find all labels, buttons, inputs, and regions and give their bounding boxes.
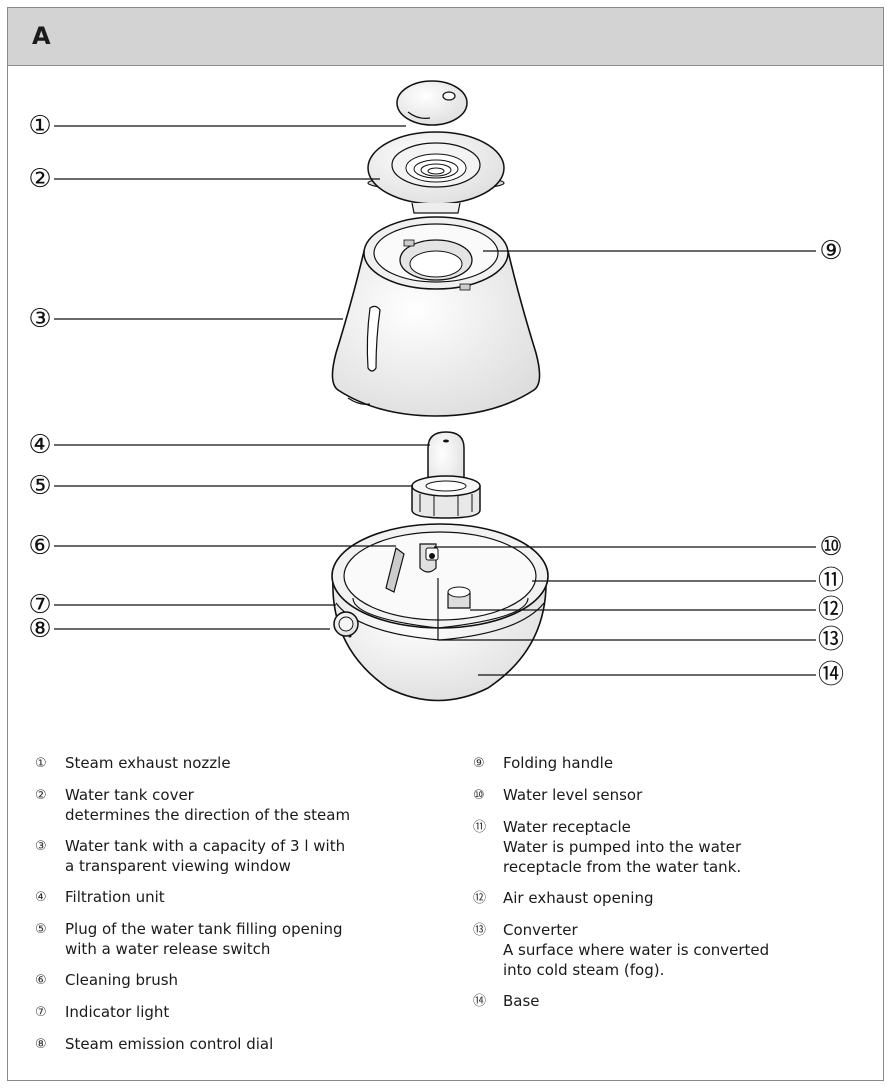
legend-text: Steam emission control dial: [65, 1034, 455, 1055]
legend-line: with a water release switch: [65, 940, 271, 958]
legend-number: ⑬: [473, 923, 487, 938]
legend-item: ⑨ Folding handle: [473, 753, 873, 774]
legend-line: Air exhaust opening: [503, 889, 654, 907]
legend-line: Water is pumped into the water: [503, 838, 742, 856]
legend-text: Air exhaust opening: [503, 888, 873, 909]
legend-line: Filtration unit: [65, 888, 165, 906]
legend-line: Water level sensor: [503, 786, 643, 804]
callout-7: ⑦: [28, 590, 51, 620]
legend-line: A surface where water is converted: [503, 941, 770, 959]
legend-line: determines the direction of the steam: [65, 806, 351, 824]
legend-number: ⑦: [35, 1005, 47, 1020]
legend-item: ⑭ Base: [473, 991, 873, 1012]
legend-number: ⑤: [35, 922, 47, 937]
legend-number: ⑭: [473, 994, 487, 1009]
legend-line: Cleaning brush: [65, 971, 179, 989]
legend-number: ⑥: [35, 973, 47, 988]
leader-lines: [54, 125, 816, 676]
legend-text: Water tank cover determines the direction…: [65, 785, 455, 825]
legend-line: a transparent viewing window: [65, 857, 291, 875]
callout-3: ③: [28, 304, 51, 334]
legend-text: Water tank with a capacity of 3 l with a …: [65, 836, 455, 876]
legend-item: ⑧ Steam emission control dial: [35, 1034, 455, 1055]
legend-line: Steam emission control dial: [65, 1035, 274, 1053]
legend-number: ⑧: [35, 1037, 47, 1052]
legend-item: ⑥ Cleaning brush: [35, 970, 455, 991]
callout-2: ②: [28, 164, 51, 194]
legend-number: ⑩: [473, 788, 485, 803]
legend-text: Indicator light: [65, 1002, 455, 1023]
callout-9: ⑨: [819, 236, 842, 266]
legend-line: Steam exhaust nozzle: [65, 754, 231, 772]
legend-text: Base: [503, 991, 873, 1012]
legend-text: Water level sensor: [503, 785, 873, 806]
legend-line: into cold steam (fog).: [503, 961, 665, 979]
legend-item: ⑫ Air exhaust opening: [473, 888, 873, 909]
legend-line: Water receptacle: [503, 818, 631, 836]
legend-number: ①: [35, 756, 47, 771]
legend-left: ① Steam exhaust nozzle ② Water tank cover de…: [35, 753, 455, 1066]
callout-1: ①: [28, 111, 51, 141]
legend-text: Plug of the water tank filling opening wi…: [65, 919, 455, 959]
legend-item: ④ Filtration unit: [35, 887, 455, 908]
figure-header: A: [8, 8, 883, 66]
legend-line: Base: [503, 992, 540, 1010]
callout-11: ⑪: [818, 566, 844, 596]
water-tank-cover-part: [367, 131, 505, 214]
legend-number: ⑨: [473, 756, 485, 771]
legend-number: ⑪: [473, 820, 487, 835]
exploded-diagram: ① ② ③ ④ ⑤ ⑥ ⑦ ⑧ ⑨ ⑩ ⑪ ⑫ ⑬ ⑭: [28, 80, 844, 702]
filling-opening-plug-part: [411, 475, 481, 519]
legend-number: ④: [35, 890, 47, 905]
legend-item: ⑦ Indicator light: [35, 1002, 455, 1023]
callout-14: ⑭: [818, 660, 844, 690]
legend-text: Cleaning brush: [65, 970, 455, 991]
callout-10: ⑩: [819, 532, 842, 562]
legend-line: Water tank with a capacity of 3 l with: [65, 837, 346, 855]
legend-item: ⑬ Converter A surface where water is conve…: [473, 920, 873, 980]
callout-4: ④: [28, 430, 51, 460]
water-tank-part: [331, 216, 541, 417]
legend-text: Folding handle: [503, 753, 873, 774]
legend-line: Converter: [503, 921, 578, 939]
base-part: [331, 523, 549, 702]
legend-line: Plug of the water tank filling opening: [65, 920, 343, 938]
steam-exhaust-nozzle-part: [396, 80, 468, 126]
legend-right: ⑨ Folding handle ⑩ Water level sensor ⑪ Water…: [473, 753, 873, 1023]
legend-item: ① Steam exhaust nozzle: [35, 753, 455, 774]
callout-12: ⑫: [818, 595, 844, 625]
legend-line: Folding handle: [503, 754, 614, 772]
callout-5: ⑤: [28, 471, 51, 501]
callout-6: ⑥: [28, 531, 51, 561]
legend-item: ⑩ Water level sensor: [473, 785, 873, 806]
legend-line: Indicator light: [65, 1003, 170, 1021]
legend-item: ② Water tank cover determines the directio…: [35, 785, 455, 825]
legend-line: receptacle from the water tank.: [503, 858, 742, 876]
legend-text: Filtration unit: [65, 887, 455, 908]
figure-frame: A: [7, 7, 884, 1081]
legend-item: ⑤ Plug of the water tank filling opening w…: [35, 919, 455, 959]
legend-number: ③: [35, 839, 47, 854]
figure-title: A: [32, 22, 51, 50]
callout-13: ⑬: [818, 625, 844, 655]
legend-text: Converter A surface where water is conver…: [503, 920, 873, 980]
legend-line: Water tank cover: [65, 786, 194, 804]
legend-item: ③ Water tank with a capacity of 3 l with a…: [35, 836, 455, 876]
legend-text: Steam exhaust nozzle: [65, 753, 455, 774]
callout-8: ⑧: [28, 614, 51, 644]
legend-number: ⑫: [473, 891, 487, 906]
legend-number: ②: [35, 788, 47, 803]
